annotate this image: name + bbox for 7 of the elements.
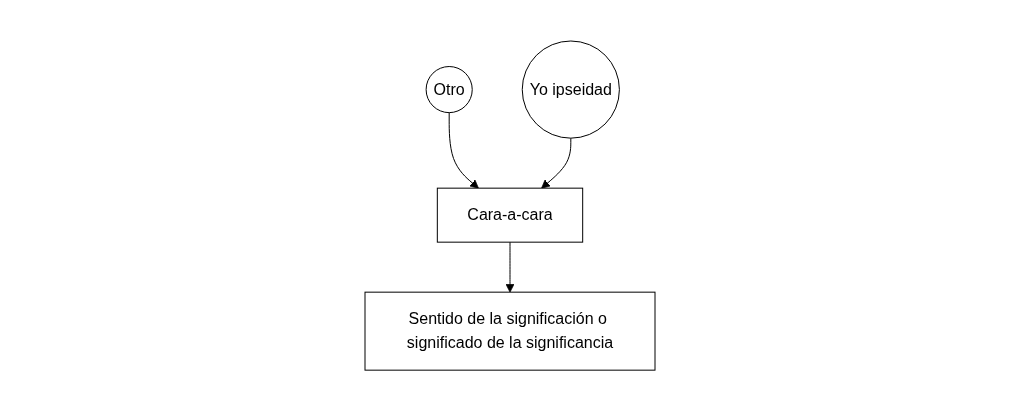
arrow xyxy=(505,242,515,293)
arrow xyxy=(541,138,572,189)
node-circle: Yo ipseidad xyxy=(521,40,620,140)
node-box: Cara-a-cara xyxy=(436,188,584,244)
node-box: Sentido de la significación o significado de la significancia xyxy=(364,292,656,372)
arrow xyxy=(448,112,479,189)
node-circle: Otro xyxy=(425,66,473,114)
